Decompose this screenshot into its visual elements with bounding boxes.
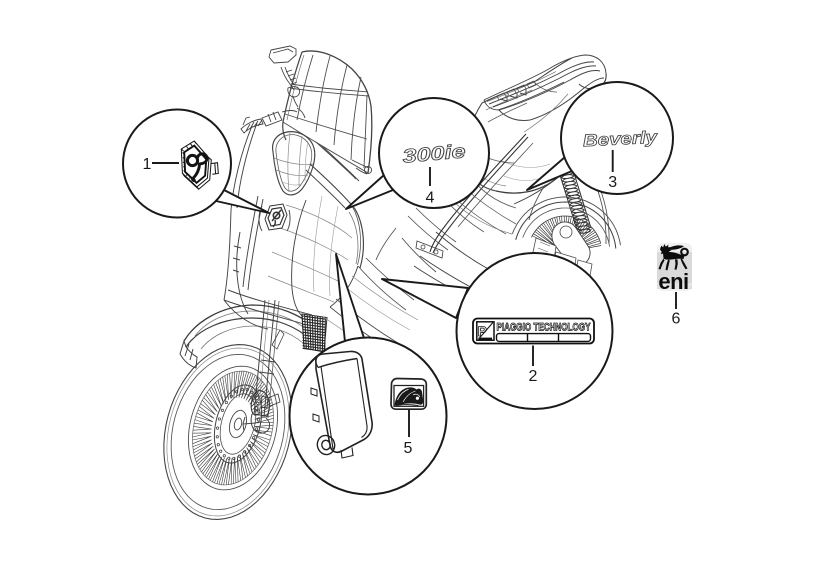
svg-text:5: 5 [404,440,413,457]
svg-text:eni: eni [658,269,688,294]
svg-text:P: P [478,324,487,339]
svg-text:PIAGGIO TECHNOLOGY: PIAGGIO TECHNOLOGY [497,322,591,334]
svg-text:Beverly: Beverly [583,127,660,150]
svg-text:3: 3 [608,174,617,191]
svg-text:1: 1 [143,156,152,173]
svg-text:6: 6 [672,311,681,328]
svg-text:4: 4 [426,190,435,207]
svg-text:2: 2 [529,368,538,385]
